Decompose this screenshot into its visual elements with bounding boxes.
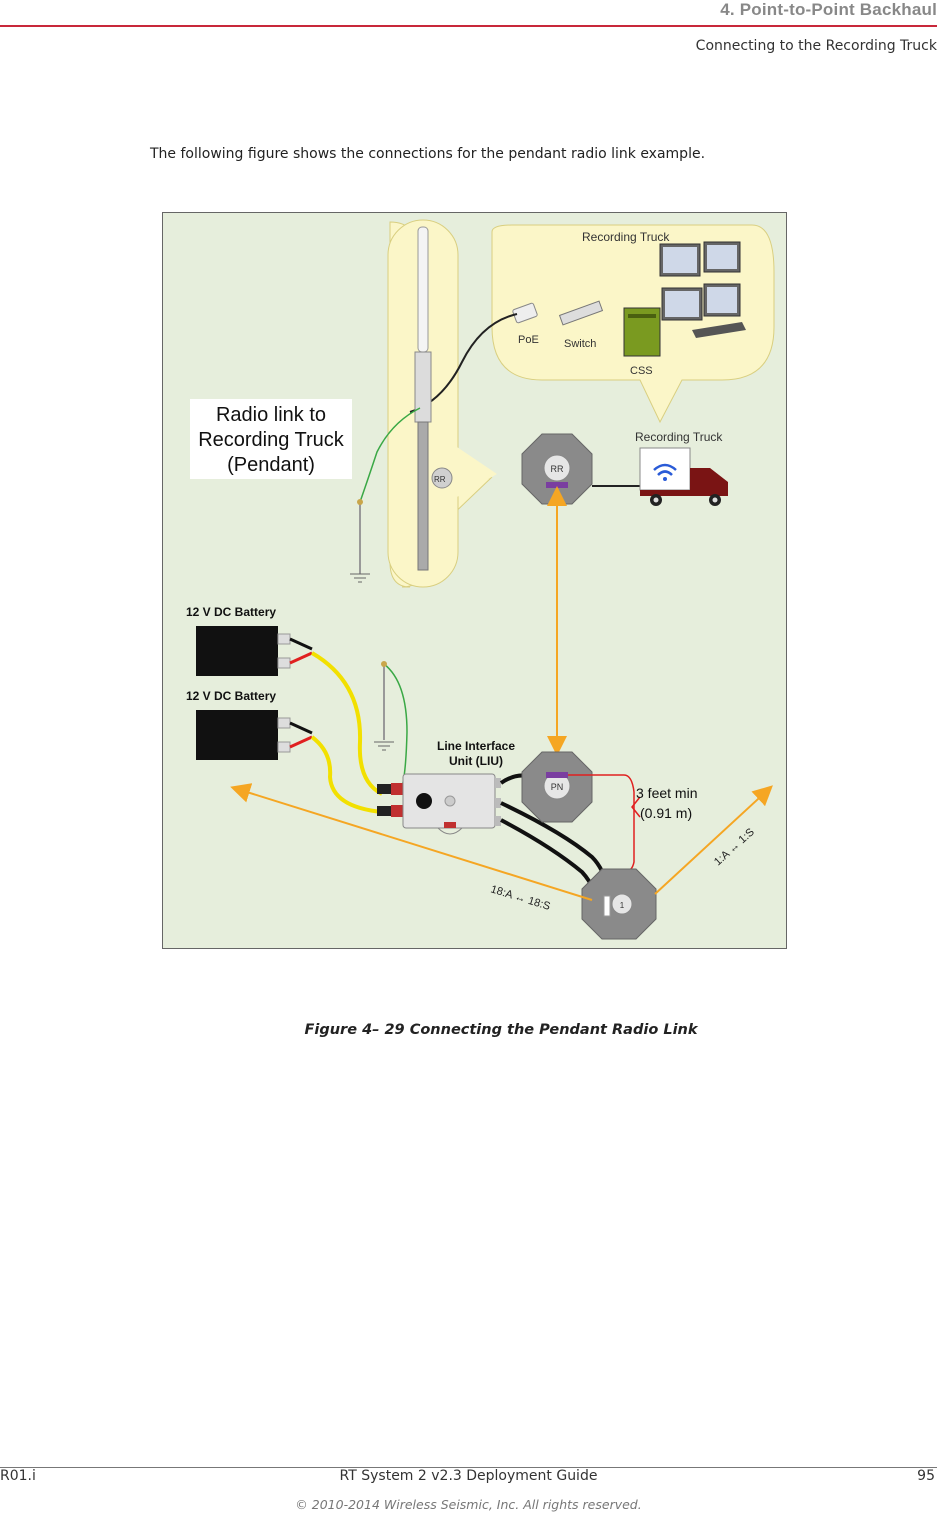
recording-truck-icon bbox=[639, 447, 728, 506]
radio-link-label-line3: (Pendant) bbox=[227, 454, 315, 476]
liu-label-line1: Line Interface bbox=[437, 739, 515, 753]
footer-revision: R01.i bbox=[0, 1468, 36, 1484]
radio-link-label-line2: Recording Truck bbox=[198, 429, 345, 451]
radio-link-label-box bbox=[190, 399, 352, 479]
radio-link-label-line1: Radio link to bbox=[216, 404, 326, 426]
battery-1-wire bbox=[310, 651, 384, 796]
section-title: Connecting to the Recording Truck bbox=[695, 38, 937, 54]
poe-icon bbox=[512, 302, 538, 324]
mast-ground-wire bbox=[359, 407, 421, 503]
battery-2-icon bbox=[196, 710, 291, 760]
arrow-1a-1s bbox=[654, 785, 773, 895]
footer-document-title: RT System 2 v2.3 Deployment Guide bbox=[339, 1468, 598, 1484]
battery-1-label: 12 V DC Battery bbox=[186, 605, 276, 619]
css-label: CSS bbox=[630, 365, 653, 377]
footer-page-number: 95 bbox=[917, 1468, 935, 1484]
liu-box-icon bbox=[377, 773, 501, 835]
liu-label-line2: Unit (LIU) bbox=[449, 754, 503, 768]
pn-node-label: PN bbox=[551, 782, 564, 792]
recording-truck-label: Recording Truck bbox=[635, 430, 723, 444]
battery-1-icon bbox=[196, 626, 291, 676]
distance-label-line1: 3 feet min bbox=[636, 785, 697, 801]
station-1-octagon bbox=[581, 868, 657, 940]
battery-2-wire bbox=[310, 735, 383, 814]
css-computer-icon bbox=[623, 241, 746, 357]
mast-bubble-pointer bbox=[457, 447, 497, 497]
arrow-18a-18s bbox=[230, 783, 593, 901]
ground-rod-icon bbox=[350, 499, 370, 583]
station-1-label: 1 bbox=[620, 901, 625, 910]
rr-node-label: RR bbox=[551, 464, 564, 474]
pn-node-octagon bbox=[521, 751, 593, 823]
battery-2-label: 12 V DC Battery bbox=[186, 689, 276, 703]
footer-copyright: © 2010-2014 Wireless Seismic, Inc. All r… bbox=[295, 1497, 642, 1512]
rr-mast-label: RR bbox=[434, 475, 446, 484]
rr-node-octagon bbox=[521, 433, 593, 505]
figure-caption: Figure 4– 29 Connecting the Pendant Radi… bbox=[304, 1022, 698, 1038]
pendant-radio-link-diagram: Recording Truck PoE Switch CSS RR bbox=[162, 212, 787, 949]
footer-rule bbox=[0, 1467, 937, 1468]
header-rule bbox=[0, 25, 937, 27]
distance-label-line2: (0.91 m) bbox=[640, 805, 692, 821]
mast-antenna-icon bbox=[414, 226, 453, 571]
intro-paragraph: The following figure shows the connectio… bbox=[150, 146, 706, 162]
liu-ground-rod-icon bbox=[374, 661, 394, 751]
chapter-title: 4. Point-to-Point Backhaul bbox=[720, 0, 937, 19]
poe-label: PoE bbox=[518, 334, 539, 346]
switch-icon bbox=[558, 300, 604, 326]
recording-truck-bubble-label: Recording Truck bbox=[582, 230, 670, 244]
switch-label: Switch bbox=[564, 338, 596, 350]
